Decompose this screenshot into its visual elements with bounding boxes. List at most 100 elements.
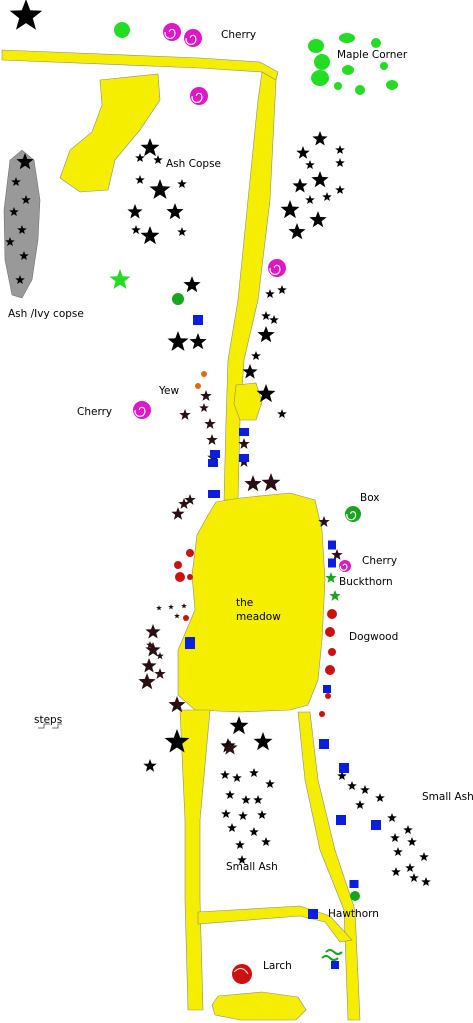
small-star-icon [177,227,187,236]
label-buckthorn: Buckthorn [339,576,393,588]
star-icon [174,613,180,619]
label-hawthorn: Hawthorn [328,908,379,920]
south-patch [211,991,307,1021]
small-star-icon [221,809,231,818]
square-marker-icon [319,739,329,749]
label-maple-corner: Maple Corner [337,49,408,61]
circle-icon [172,293,184,305]
east-lower-path [297,711,361,1021]
label-ash-ivy-copse: Ash /Ivy copse [8,308,84,320]
footpaths [1,49,361,1021]
small-star-icon [305,160,315,169]
star-icon [189,333,207,350]
small-star-icon [393,847,403,856]
small-star-icon [277,285,287,294]
small-star-icon [15,275,25,284]
small-star-icon [11,177,21,186]
star-icon [242,364,258,379]
spiral-icon [133,401,151,419]
star-icon [127,204,143,219]
label-cherry-left: Cherry [77,406,113,418]
star-icon [257,326,275,343]
circle-icon [325,665,335,675]
small-star-icon [265,289,275,298]
small-star-icon [5,237,15,246]
circle-icon [371,38,381,48]
circle-icon [342,65,354,75]
green-star-icon [109,269,131,289]
star-icon [179,409,191,420]
star-icon [156,652,164,660]
square-marker-icon [323,685,331,693]
small-star-icon [225,790,235,799]
star-icon [280,200,300,219]
circle-icon [174,561,182,569]
star-icon [146,641,154,649]
small-star-icon [355,800,365,809]
star-icon [309,211,327,228]
circle-icon [325,693,331,699]
label-box: Box [360,492,380,504]
label-cherry-right: Cherry [362,555,398,567]
label-small-ash-center: Small Ash [226,861,278,873]
small-star-icon [131,225,141,234]
star-icon [318,516,330,527]
star-icon [143,759,157,772]
square-marker-icon [336,815,346,825]
ash-ivy-copse-area [3,149,41,299]
circle-icon [183,615,189,621]
green-star-icon [329,590,341,601]
small-star-icon [135,153,145,162]
small-star-icon [232,773,242,782]
square-marker-icon [339,763,349,773]
square-marker-icon [208,490,220,498]
upper-meadow-patch [59,73,161,193]
small-star-icon [238,811,248,820]
star-icon [238,438,250,449]
square-marker-icon [349,880,359,888]
west-lower-path [179,709,211,1011]
circle-icon [350,891,360,901]
small-star-icon [419,852,429,861]
spiral-icon [184,29,202,47]
small-star-icon [277,409,287,418]
star-icon [331,549,343,560]
circle-icon [328,648,336,656]
small-star-icon [405,863,415,872]
small-star-icon [337,771,347,780]
star-icon [167,331,189,351]
small-star-icon [335,185,345,194]
small-star-icon [235,840,245,849]
small-star-icon [421,877,431,886]
square-marker-icon [331,961,339,969]
spiral-icon [339,560,351,572]
circle-icon [114,22,130,38]
star-icon [145,624,161,639]
circle-icon [380,62,388,70]
star-icon [199,403,209,412]
star-icon [168,696,186,713]
small-star-icon [17,225,27,234]
shrubs [114,22,398,901]
circle-icon [325,627,335,637]
star-icon [288,223,306,240]
circle-icon [319,711,325,717]
star-icon [292,178,308,193]
small-star-icon [251,351,261,360]
label-ash-copse: Ash Copse [166,158,221,170]
yew-patch [233,382,263,421]
circle-icon [187,574,193,580]
small-star-icon [403,825,413,834]
circle-icon [186,549,194,557]
star-icon [253,732,273,751]
circle-icon [311,70,329,86]
small-star-icon [249,768,259,777]
star-icon [178,498,190,509]
star-icon [145,642,161,657]
small-star-icon [391,867,401,876]
star-icon [200,390,212,401]
north-path [223,71,277,501]
small-star-icon [249,827,259,836]
circle-icon [334,82,342,90]
